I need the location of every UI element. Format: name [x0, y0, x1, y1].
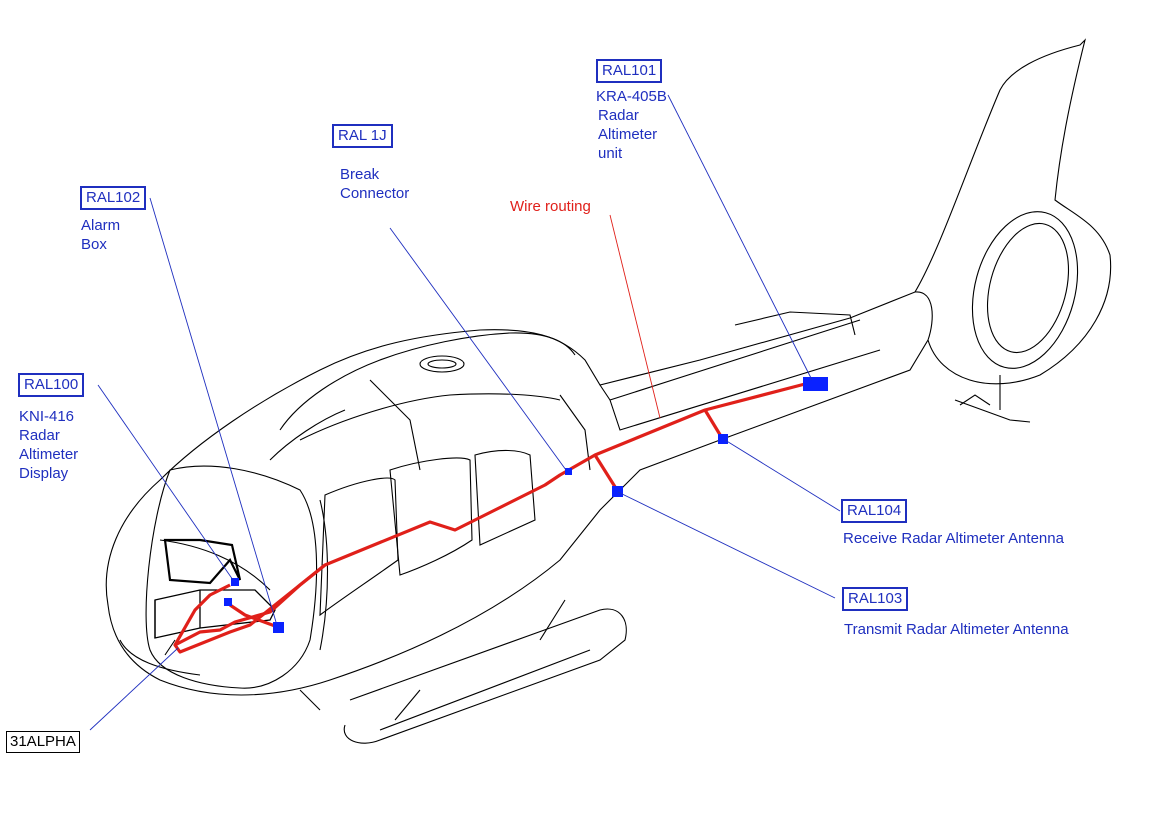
ral100-display-marker-2	[224, 598, 232, 606]
ral1j-leader	[389, 227, 567, 471]
ral101-leader	[667, 94, 813, 381]
ral100-leader	[97, 384, 234, 581]
ral103-leader	[617, 491, 836, 599]
ral100-line-3: Altimeter	[19, 446, 79, 463]
ral1j-tag: RAL 1J	[332, 124, 393, 148]
ral104-antenna-marker	[718, 434, 728, 444]
leader-lines	[89, 94, 841, 731]
ral1j-line-1: Break	[340, 166, 380, 183]
ral104-description: Receive Radar Altimeter Antenna	[843, 530, 1064, 547]
ral103-tag: RAL103	[842, 587, 909, 611]
ral102-line-1: Alarm	[81, 217, 121, 234]
wire-routing-path	[173, 382, 806, 654]
ral100-description: KNI-416 Radar Altimeter Display	[19, 407, 78, 483]
ral102-description: Alarm Box	[81, 216, 120, 254]
wire-routing-label: Wire routing	[510, 198, 591, 215]
ral102-line-2: Box	[81, 236, 107, 253]
ral103-antenna-marker	[612, 486, 623, 497]
ral100-line-1: KNI-416	[19, 408, 75, 425]
ral100-tag: RAL100	[18, 373, 85, 397]
ral100-line-2: Radar	[19, 427, 60, 444]
ral102-alarm-box-marker	[273, 622, 284, 633]
ral101-description: KRA-405B Radar Altimeter unit	[596, 87, 667, 163]
ral104-tag: RAL104	[841, 499, 908, 523]
ral1j-connector-marker	[565, 468, 572, 475]
ral1j-line-2: Connector	[340, 185, 410, 202]
helicopter-outline	[105, 38, 1112, 744]
ral102-leader	[149, 197, 277, 623]
ral101-line-3: Altimeter	[598, 126, 658, 143]
component-markers	[224, 377, 828, 633]
ral104-leader	[724, 439, 841, 512]
ral103-description: Transmit Radar Altimeter Antenna	[844, 621, 1069, 638]
ral101-line-1: KRA-405B	[596, 88, 667, 105]
ral100-display-marker	[231, 578, 239, 586]
reference-leader	[89, 647, 179, 731]
ral1j-description: Break Connector	[340, 165, 409, 203]
ral101-unit-marker	[803, 377, 828, 391]
ral101-line-2: Radar	[598, 107, 639, 124]
wire-routing-leader	[609, 214, 661, 419]
reference-code: 31ALPHA	[6, 731, 80, 753]
ral102-tag: RAL102	[80, 186, 147, 210]
instrument-panel	[154, 538, 276, 639]
ral101-tag: RAL101	[596, 59, 663, 83]
ral101-line-4: unit	[598, 145, 623, 162]
ral100-line-4: Display	[19, 465, 69, 482]
